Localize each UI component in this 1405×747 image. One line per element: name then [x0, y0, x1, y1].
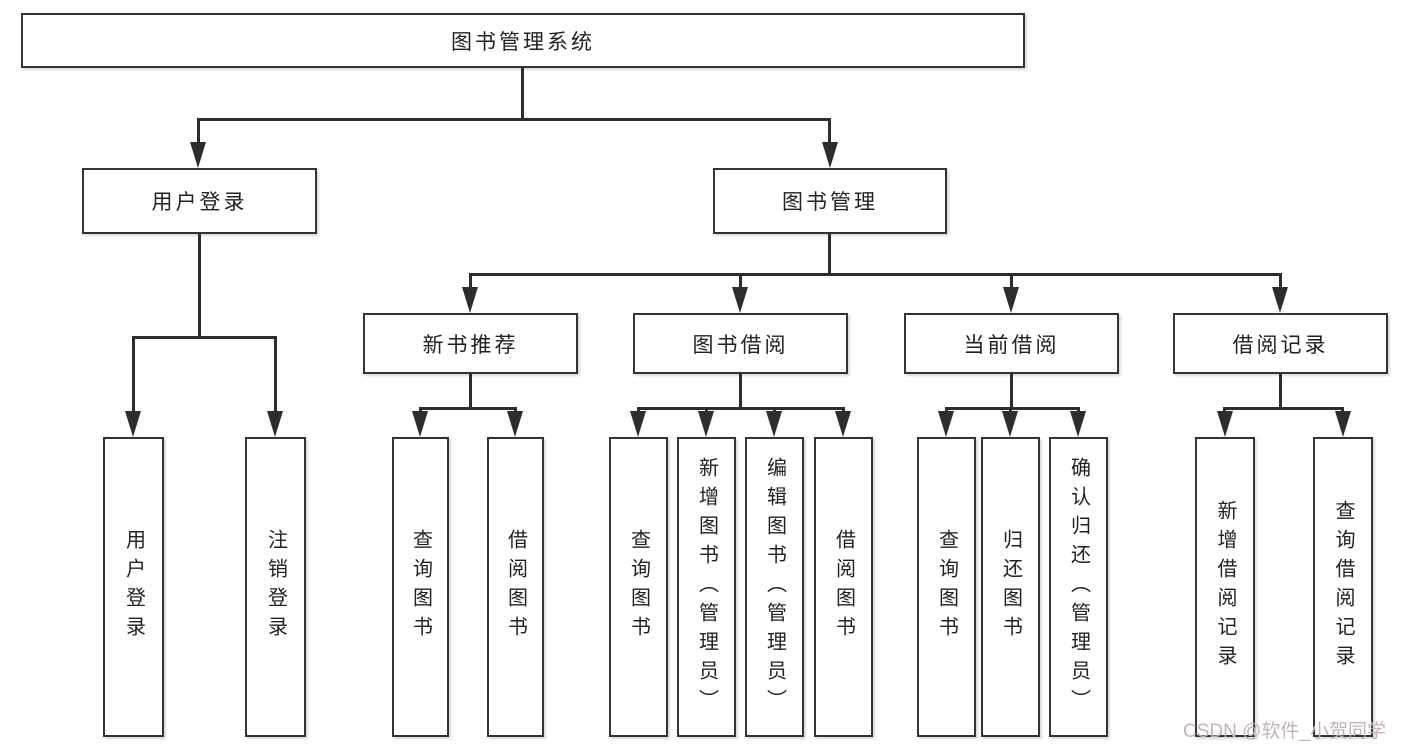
arrowhead-borrow-l2 — [698, 411, 714, 437]
node-current-borrow: 当前借阅 — [904, 313, 1119, 374]
arrowhead-borrow-records — [1272, 287, 1288, 313]
leaf-borrow-book-2-label: 借阅图书 — [832, 529, 855, 645]
arrowhead-login-right — [267, 411, 283, 437]
csdn-watermark: CSDN @软件_小贺同学 — [1183, 721, 1386, 742]
connector-mgmt-branch — [469, 273, 1282, 276]
leaf-user-login: 用户登录 — [103, 437, 164, 737]
connector-current-stub — [1010, 374, 1013, 407]
arrowhead-newbook-l1 — [412, 411, 428, 437]
leaf-borrow-book-1: 借阅图书 — [487, 437, 544, 737]
arrowhead-new-book — [462, 287, 478, 313]
leaf-user-login-label: 用户登录 — [122, 529, 145, 645]
arrowhead-newbook-l2 — [507, 411, 523, 437]
node-new-book-recommend: 新书推荐 — [363, 313, 578, 374]
connector-to-new-book — [469, 273, 472, 291]
node-book-management-label: 图书管理 — [782, 191, 878, 214]
leaf-edit-book-admin: 编辑图书（管理员） — [745, 437, 804, 737]
connector-to-current-borrow — [1010, 273, 1013, 291]
leaf-borrow-book-1-label: 借阅图书 — [504, 529, 527, 645]
connector-mgmt-stub — [828, 234, 831, 273]
leaf-query-borrow-record-label: 查询借阅记录 — [1332, 500, 1354, 674]
connector-login-left — [132, 336, 135, 413]
leaf-query-book-3-label: 查询图书 — [935, 529, 958, 645]
node-borrow-records: 借阅记录 — [1173, 313, 1388, 374]
connector-to-borrow-records — [1279, 273, 1282, 291]
leaf-logout: 注销登录 — [245, 437, 306, 737]
node-user-login: 用户登录 — [82, 168, 317, 234]
connector-root-branch — [197, 118, 831, 121]
connector-root-stub — [521, 68, 524, 118]
leaf-edit-book-admin-label: 编辑图书（管理员） — [763, 456, 786, 718]
connector-borrow-stub — [739, 374, 742, 407]
arrowhead-borrow-l4 — [835, 411, 851, 437]
node-new-book-recommend-label: 新书推荐 — [422, 333, 519, 357]
arrowhead-records-l2 — [1335, 411, 1351, 437]
arrowhead-current-l1 — [938, 411, 954, 437]
leaf-add-borrow-record: 新增借阅记录 — [1195, 437, 1255, 737]
node-borrow-records-label: 借阅记录 — [1232, 333, 1329, 357]
connector-to-book-borrow — [739, 273, 742, 291]
connector-login-stub — [198, 234, 201, 336]
leaf-add-book-admin: 新增图书（管理员） — [677, 437, 736, 737]
connector-newbook-stub — [469, 374, 472, 407]
connector-newbook-branch — [419, 407, 517, 410]
connector-to-user-login — [197, 118, 200, 146]
node-root: 图书管理系统 — [21, 13, 1025, 68]
connector-current-branch — [945, 407, 1080, 410]
arrowhead-current-l3 — [1070, 411, 1086, 437]
arrowhead-records-l1 — [1217, 411, 1233, 437]
leaf-query-book-2-label: 查询图书 — [627, 529, 650, 645]
leaf-query-book-2: 查询图书 — [609, 437, 668, 737]
connector-records-stub — [1279, 374, 1282, 407]
connector-to-book-mgmt — [828, 118, 831, 146]
connector-records-branch — [1223, 407, 1344, 410]
leaf-add-book-admin-label: 新增图书（管理员） — [695, 456, 718, 718]
node-user-login-label: 用户登录 — [151, 191, 248, 214]
node-book-management: 图书管理 — [713, 168, 947, 234]
leaf-query-book-3: 查询图书 — [917, 437, 976, 737]
arrowhead-borrow-l3 — [766, 411, 782, 437]
leaf-logout-label: 注销登录 — [264, 529, 287, 645]
connector-login-right — [274, 336, 277, 413]
leaf-return-book-label: 归还图书 — [999, 529, 1022, 645]
arrowhead-current-borrow — [1003, 287, 1019, 313]
arrowhead-borrow-l1 — [630, 411, 646, 437]
arrowhead-book-borrow — [732, 287, 748, 313]
leaf-query-book-1-label: 查询图书 — [409, 529, 432, 645]
leaf-borrow-book-2: 借阅图书 — [814, 437, 873, 737]
leaf-query-borrow-record: 查询借阅记录 — [1313, 437, 1373, 737]
connector-login-branch — [132, 336, 277, 339]
arrowhead-login-left — [125, 411, 141, 437]
leaf-query-book-1: 查询图书 — [392, 437, 449, 737]
leaf-return-book: 归还图书 — [981, 437, 1040, 737]
node-book-borrow-label: 图书借阅 — [692, 333, 789, 357]
arrowhead-book-mgmt — [822, 142, 838, 168]
arrowhead-current-l2 — [1002, 411, 1018, 437]
node-root-label: 图书管理系统 — [451, 30, 595, 54]
leaf-confirm-return-admin: 确认归还（管理员） — [1049, 437, 1108, 737]
leaf-add-borrow-record-label: 新增借阅记录 — [1214, 500, 1236, 674]
node-current-borrow-label: 当前借阅 — [963, 333, 1060, 357]
node-book-borrow: 图书借阅 — [633, 313, 848, 374]
connector-borrow-branch — [637, 407, 845, 410]
leaf-confirm-return-admin-label: 确认归还（管理员） — [1067, 456, 1090, 718]
arrowhead-user-login — [190, 142, 206, 168]
